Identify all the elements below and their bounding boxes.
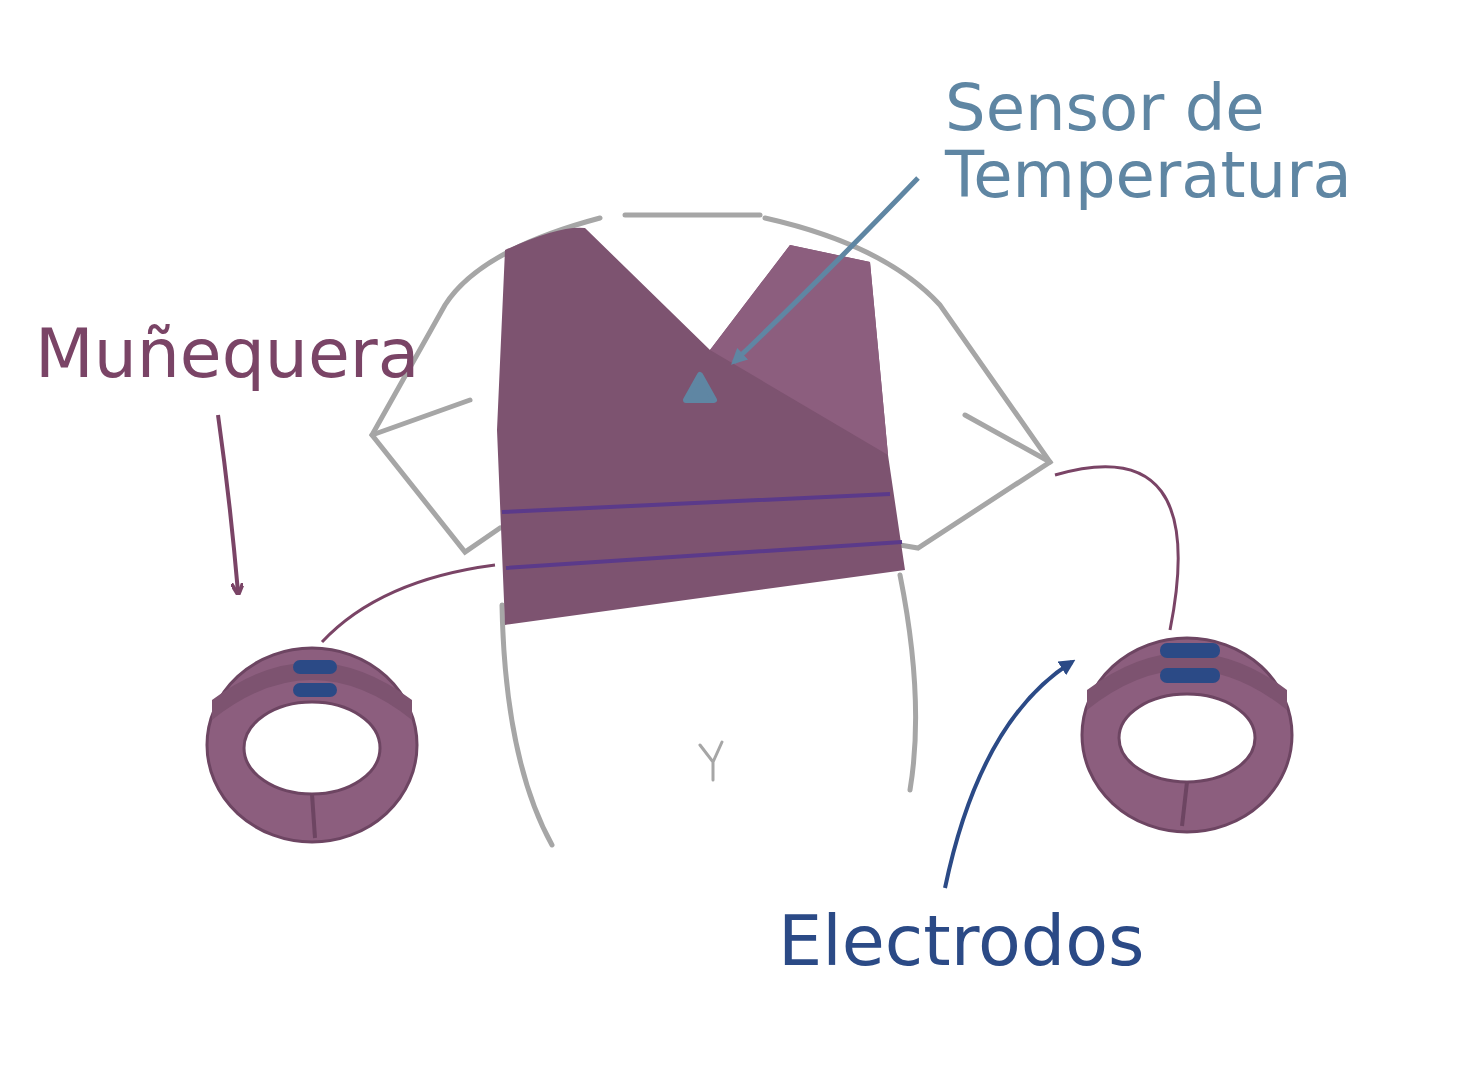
vest-band	[502, 494, 902, 568]
temperature-sensor	[686, 375, 714, 400]
wristband	[207, 648, 417, 842]
leader-arrow	[734, 178, 918, 362]
wire	[322, 565, 495, 642]
leader-arrow	[218, 415, 238, 592]
leader-arrow	[945, 662, 1072, 888]
body-outline	[372, 215, 1050, 845]
vest-panel	[710, 245, 888, 455]
wristband	[1082, 638, 1292, 832]
electrode-label: Electrodos	[778, 905, 1144, 979]
wristband-label: Muñequera	[35, 318, 419, 389]
sensor-label: Sensor de Temperatura	[945, 75, 1445, 209]
wire	[1055, 467, 1178, 630]
vest	[497, 228, 905, 625]
